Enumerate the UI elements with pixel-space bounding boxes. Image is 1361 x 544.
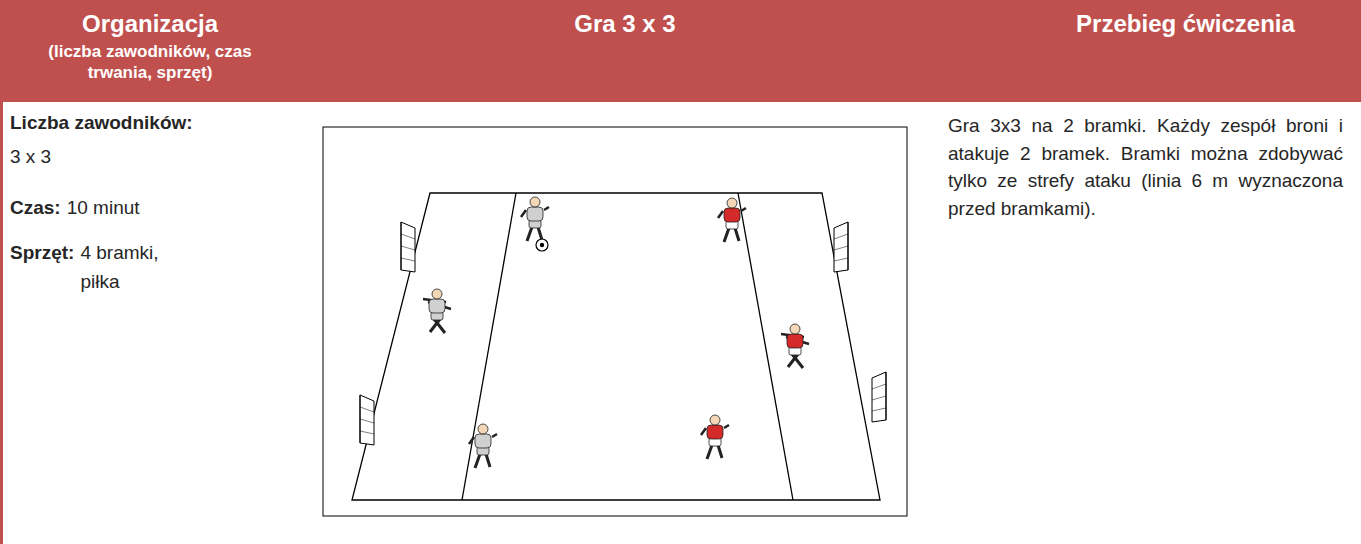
goal-net [834,246,848,250]
shirt [429,299,445,313]
goal [401,222,415,272]
goal-net [401,246,415,250]
diagram-frame [323,127,907,516]
shirt [475,434,491,448]
goal [360,395,374,445]
goal-net [360,407,374,412]
head [432,289,442,299]
goal-net [872,396,886,400]
header-cell: Przebieg ćwiczenia [1010,0,1361,102]
pitch-lines [352,193,880,500]
legs [707,445,722,459]
player [718,198,746,242]
goal-net [872,408,886,411]
header-cell: Gra 3 x 3 [300,0,950,102]
goal [872,372,886,422]
field-value: 10 minut [67,193,140,222]
header-text: Organizacja [82,10,218,39]
goal-net [360,419,374,423]
field-name: Liczba zawodników: [10,108,193,137]
header-text: Przebieg ćwiczenia [1076,10,1295,39]
player [469,424,497,468]
field-value: 4 bramki, piłka [80,238,195,297]
legs [788,354,803,368]
player [423,289,451,333]
shirt [527,207,543,221]
players [423,197,809,468]
head [790,324,800,334]
head [478,424,488,434]
goal-net [401,234,415,239]
field-name: Czas: [10,193,61,222]
description: Gra 3x3 na 2 bramki. Każdy zespół broni … [948,112,1343,222]
legs [430,319,445,333]
legs [475,454,490,468]
header-subtext: (liczba zawodników, czas trwania, sprzęt… [0,39,300,84]
player [521,197,549,241]
goal-net [834,234,848,239]
head [710,415,720,425]
goal-net [401,258,415,261]
field-value: 3 x 3 [10,142,51,171]
field-name: Sprzęt: [10,238,74,267]
legs [724,228,739,242]
ball-patch [540,243,544,247]
shirt [707,425,723,439]
head [530,197,540,207]
goal-net [360,431,374,434]
header-bar [0,0,1361,102]
shirt [787,334,803,348]
head [727,198,737,208]
header-text: Gra 3 x 3 [574,10,675,39]
header-cell: Organizacja(liczba zawodników, czas trwa… [0,0,300,102]
ball [536,239,548,251]
left-border [0,102,3,544]
goal-net [872,384,886,389]
player [701,415,729,459]
goal [834,222,848,272]
player [781,324,809,368]
goals [360,222,886,445]
shirt [724,208,740,222]
goal-net [834,258,848,261]
